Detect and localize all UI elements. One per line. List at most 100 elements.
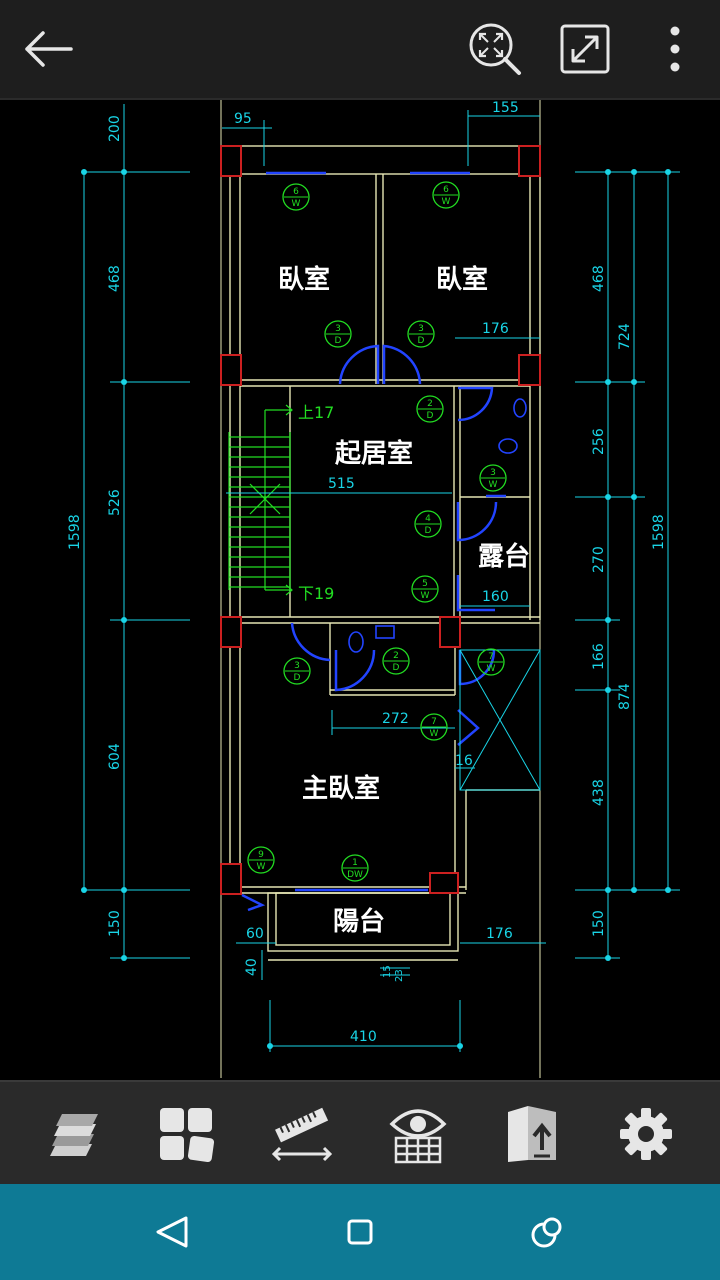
tag-3-d: 3D xyxy=(324,320,352,348)
layers-button[interactable] xyxy=(14,1082,130,1186)
layers-icon xyxy=(50,1114,98,1156)
zoom-fit-icon xyxy=(469,23,521,75)
dim-150-left: 150 xyxy=(107,910,123,937)
svg-text:5: 5 xyxy=(422,579,428,589)
dim-468-right: 468 xyxy=(591,265,607,292)
drawing-canvas[interactable]: 95 155 200 468 526 604 150 1598 468 724 … xyxy=(0,100,720,1080)
stair-down-label: 下19 xyxy=(298,584,334,603)
arrow-left-icon xyxy=(25,31,73,67)
dim-200: 200 xyxy=(107,115,123,142)
room-living: 起居室 xyxy=(335,438,413,469)
dim-23: 23 xyxy=(394,969,405,982)
export-icon xyxy=(508,1106,556,1162)
dim-874: 874 xyxy=(617,683,633,710)
stair xyxy=(228,404,293,596)
nav-back-button[interactable] xyxy=(127,1184,217,1280)
svg-text:W: W xyxy=(292,199,301,209)
svg-text:7: 7 xyxy=(431,717,437,727)
floor-plan: 95 155 200 468 526 604 150 1598 468 724 … xyxy=(67,100,680,1078)
back-button[interactable] xyxy=(0,0,96,98)
dim-410: 410 xyxy=(350,1029,377,1045)
dim-468-left: 468 xyxy=(107,265,123,292)
nav-recents-button[interactable] xyxy=(502,1184,592,1280)
export-button[interactable] xyxy=(474,1082,590,1186)
tag-2-d: 2D xyxy=(382,647,410,675)
tag-6-w: 6W xyxy=(432,181,460,209)
svg-text:D: D xyxy=(418,336,425,346)
room-bedroom-left: 臥室 xyxy=(278,264,330,295)
dim-515: 515 xyxy=(328,476,355,492)
dim-438: 438 xyxy=(591,779,607,806)
tag-6-w: 6W xyxy=(282,183,310,211)
dim-1598-right: 1598 xyxy=(651,514,667,550)
dim-526: 526 xyxy=(107,489,123,516)
svg-text:3: 3 xyxy=(418,324,424,334)
layouts-icon xyxy=(160,1108,215,1163)
tag-9-w: 9W xyxy=(247,846,275,874)
more-menu-button[interactable] xyxy=(650,0,700,98)
svg-text:W: W xyxy=(430,729,439,739)
stair-up-label: 上17 xyxy=(298,403,334,422)
dim-1598-left: 1598 xyxy=(67,514,83,550)
svg-text:W: W xyxy=(421,591,430,601)
dim-724: 724 xyxy=(617,323,633,350)
dim-40: 40 xyxy=(244,958,260,976)
settings-icon xyxy=(620,1108,672,1160)
svg-text:3: 3 xyxy=(490,468,496,478)
room-bedroom-right: 臥室 xyxy=(436,264,488,295)
dim-15: 15 xyxy=(382,965,393,978)
dim-150-right: 150 xyxy=(591,910,607,937)
svg-text:W: W xyxy=(489,480,498,490)
nav-home-button[interactable] xyxy=(315,1184,405,1280)
fullscreen-button[interactable] xyxy=(552,0,618,98)
zoom-fit-button[interactable] xyxy=(462,0,528,98)
nav-home-icon xyxy=(347,1219,373,1245)
dim-604: 604 xyxy=(107,743,123,770)
svg-text:7: 7 xyxy=(488,652,494,662)
system-nav-bar xyxy=(0,1184,720,1280)
dim-155: 155 xyxy=(492,100,519,116)
svg-text:6: 6 xyxy=(443,185,449,195)
svg-text:2: 2 xyxy=(427,399,433,409)
view-button[interactable] xyxy=(360,1082,476,1186)
svg-text:D: D xyxy=(425,526,432,536)
svg-text:DW: DW xyxy=(347,870,363,880)
openings xyxy=(241,171,506,912)
view-grid-icon xyxy=(389,1109,447,1164)
dim-270: 270 xyxy=(591,546,607,573)
nav-back-icon xyxy=(156,1216,188,1248)
dim-166: 166 xyxy=(591,643,607,670)
tag-7-w: 7W xyxy=(420,713,448,741)
tag-1-dw: 1DW xyxy=(341,854,369,882)
fixtures xyxy=(348,398,527,653)
svg-text:W: W xyxy=(442,197,451,207)
dim-160: 160 xyxy=(482,589,509,605)
tag-2-d: 2D xyxy=(416,395,444,423)
tag-3-d: 3D xyxy=(407,320,435,348)
columns xyxy=(220,145,541,895)
tag-3-d: 3D xyxy=(283,657,311,685)
svg-text:6: 6 xyxy=(293,187,299,197)
dim-95: 95 xyxy=(234,111,252,127)
dim-16: 16 xyxy=(455,753,473,769)
svg-text:9: 9 xyxy=(258,850,264,860)
top-app-bar xyxy=(0,0,720,100)
measure-icon xyxy=(271,1107,333,1162)
settings-button[interactable] xyxy=(588,1082,704,1186)
nav-recents-icon xyxy=(531,1217,562,1248)
void-cross xyxy=(459,649,541,791)
tag-5-w: 5W xyxy=(411,575,439,603)
fullscreen-icon xyxy=(560,24,610,74)
tag-7-w: 7W xyxy=(477,648,505,676)
svg-text:2: 2 xyxy=(393,651,399,661)
tag-4-d: 4D xyxy=(414,510,442,538)
dim-272: 272 xyxy=(382,711,409,727)
svg-text:W: W xyxy=(487,664,496,674)
svg-text:3: 3 xyxy=(294,661,300,671)
measure-button[interactable] xyxy=(244,1082,360,1186)
svg-text:D: D xyxy=(427,411,434,421)
bottom-toolbar xyxy=(0,1080,720,1186)
more-vertical-icon xyxy=(670,26,680,72)
layouts-button[interactable] xyxy=(128,1082,244,1186)
